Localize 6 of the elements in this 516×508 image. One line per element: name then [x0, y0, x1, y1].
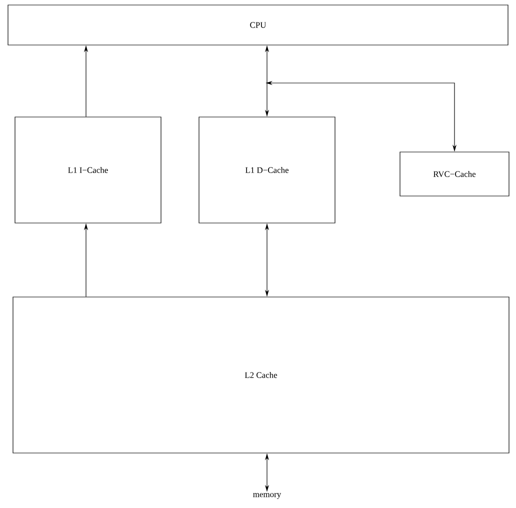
block-box: RVC−Cache — [400, 152, 510, 196]
label-text: memory — [253, 493, 282, 499]
block-box: L2 Cache — [12, 296, 510, 454]
block-box: CPU — [8, 4, 508, 46]
block-box: L1 D−Cache — [198, 116, 336, 224]
block-box: L1 I−Cache — [14, 116, 162, 224]
